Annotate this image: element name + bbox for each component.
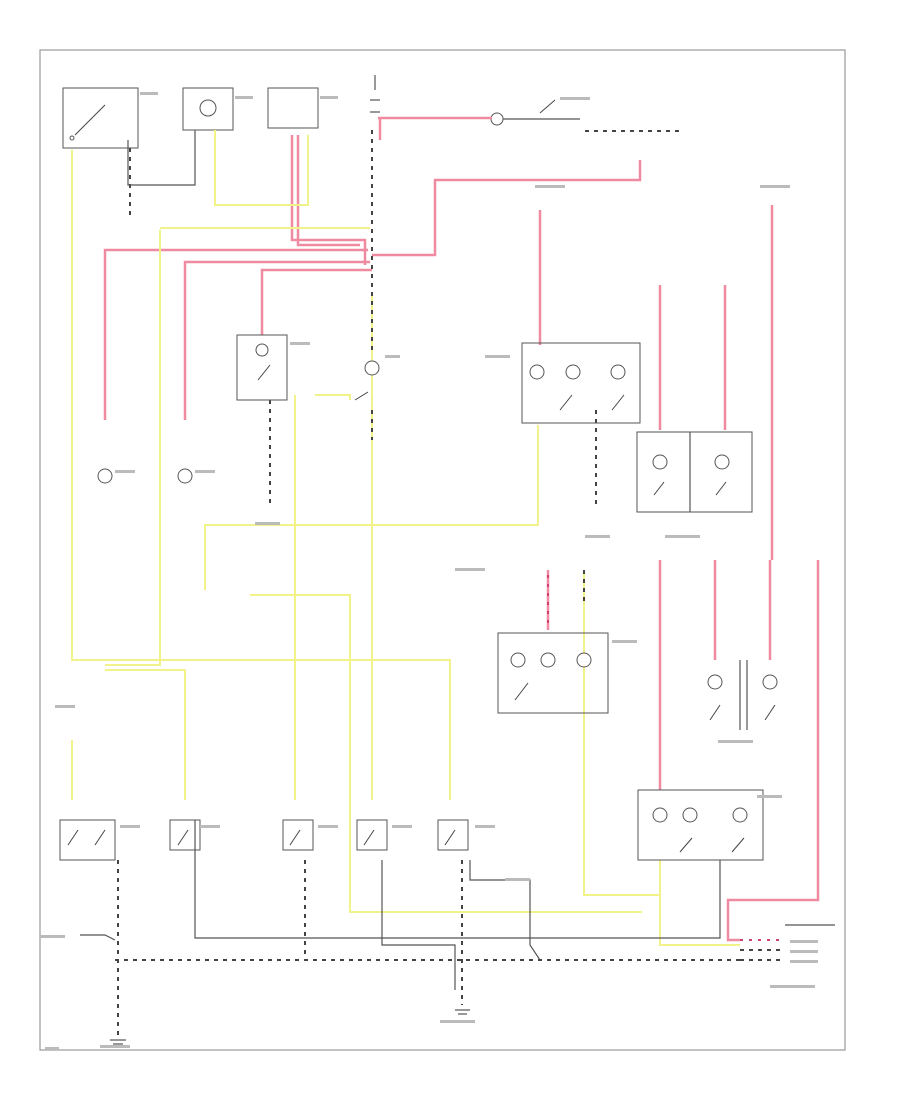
pink-wires	[103, 116, 820, 942]
legend	[740, 924, 835, 961]
component-labels	[40, 92, 818, 1050]
bottom-switch-row	[59, 819, 469, 861]
lower-center-lamp-group	[497, 632, 609, 714]
top-right-module-box	[267, 87, 319, 129]
left-lamps	[97, 468, 193, 484]
top-right-switch	[490, 99, 680, 132]
dashed-wires	[115, 130, 745, 1035]
center-lamp	[354, 360, 380, 401]
diagram-frame	[39, 49, 846, 1051]
center-right-switch-box	[521, 342, 641, 424]
ground-wires	[80, 130, 721, 990]
top-center-lamp-box	[182, 87, 234, 131]
yellow-wires	[71, 130, 740, 946]
top-junction-markers	[370, 75, 380, 113]
right-lamp-boxes	[636, 431, 753, 513]
top-left-switch	[62, 87, 139, 149]
relay-box-left	[236, 334, 288, 401]
bottom-right-switch-box	[637, 789, 764, 861]
ground-symbols	[110, 1009, 470, 1045]
right-lamp-pair	[707, 660, 778, 730]
